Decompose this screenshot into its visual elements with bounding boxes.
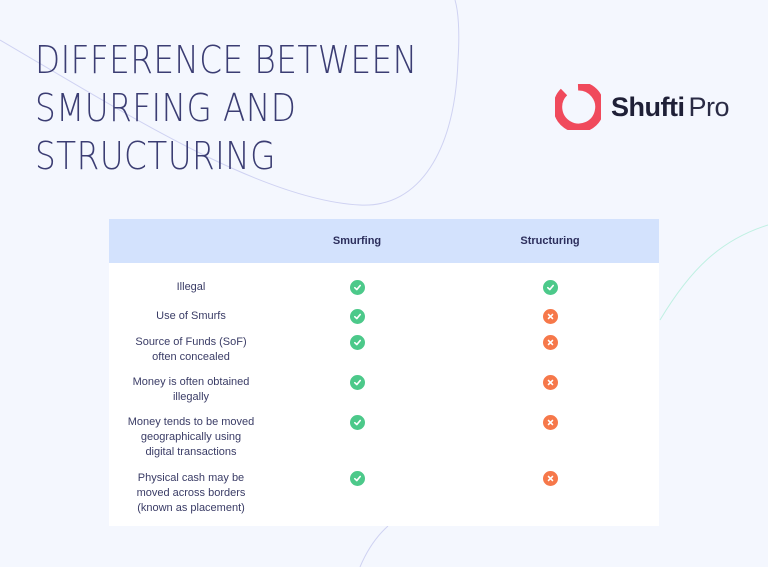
logo-ring-icon	[555, 84, 601, 130]
check-icon	[349, 280, 365, 295]
row-label: Money is often obtained illegally	[109, 375, 273, 405]
row-label: Use of Smurfs	[109, 309, 273, 324]
table-row: Source of Funds (SoF) often concealed	[109, 335, 659, 365]
page-title: DIFFERENCE BETWEEN SMURFING AND STRUCTUR…	[35, 36, 418, 180]
row-label: Source of Funds (SoF) often concealed	[109, 335, 273, 365]
table-row: Money is often obtained illegally	[109, 375, 659, 405]
row-label-line: often concealed	[152, 351, 230, 363]
row-label-line: digital transactions	[145, 446, 237, 458]
cross-icon	[542, 335, 558, 350]
header-smurfing: Smurfing	[332, 235, 382, 247]
row-label-line: Physical cash may be	[137, 472, 245, 484]
cross-icon	[542, 471, 558, 486]
row-label-line: Illegal	[176, 281, 206, 293]
check-icon	[542, 280, 558, 295]
row-label: Illegal	[109, 280, 273, 295]
cross-icon	[542, 309, 558, 324]
check-icon	[349, 415, 365, 430]
table-header: Smurfing Structuring	[109, 219, 659, 263]
check-icon	[349, 471, 365, 486]
check-icon	[349, 335, 365, 350]
table-row: Physical cash may be moved across border…	[109, 471, 659, 516]
row-label-line: illegally	[172, 391, 210, 403]
table-row: Illegal	[109, 280, 659, 295]
comparison-table: Smurfing Structuring Illegal Use of Smur…	[109, 219, 659, 526]
header-structuring: Structuring	[520, 235, 580, 247]
logo-text-bold: Shufti	[611, 91, 685, 122]
row-label-line: Source of Funds (SoF)	[135, 336, 247, 348]
row-label: Physical cash may be moved across border…	[109, 471, 273, 516]
row-label-line: Use of Smurfs	[156, 310, 226, 322]
row-label-line: geographically using	[140, 431, 242, 443]
logo-text-light: Pro	[688, 91, 730, 122]
title-line-2: SMURFING AND	[35, 86, 297, 130]
row-label-line: Money tends to be moved	[127, 416, 255, 428]
table-row: Money tends to be moved geographically u…	[109, 415, 659, 460]
cross-icon	[542, 375, 558, 390]
row-label: Money tends to be moved geographically u…	[109, 415, 273, 460]
cross-icon	[542, 415, 558, 430]
table-row: Use of Smurfs	[109, 309, 659, 324]
title-line-3: STRUCTURING	[35, 134, 276, 178]
check-icon	[349, 375, 365, 390]
title-line-1: DIFFERENCE BETWEEN	[35, 38, 418, 82]
row-label-line: Money is often obtained	[132, 376, 250, 388]
check-icon	[349, 309, 365, 324]
row-label-line: moved across borders	[136, 487, 246, 499]
row-label-line: (known as placement)	[137, 502, 245, 514]
